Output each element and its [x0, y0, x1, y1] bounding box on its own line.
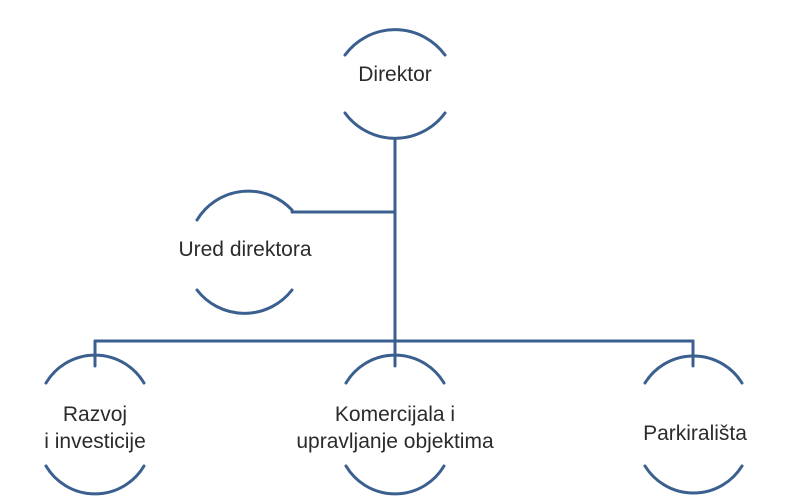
- department-node-parking: Parkirališta: [600, 420, 790, 447]
- director-node-top-arc: [343, 28, 447, 57]
- office-node-top-arc: [195, 189, 294, 222]
- director-node: Direktor: [300, 61, 490, 88]
- parking-node-top-arc: [643, 354, 744, 385]
- department-label-line1: Komercijala i: [334, 403, 456, 426]
- department-label-line2: i investicije: [44, 430, 146, 453]
- director-label: Direktor: [358, 63, 432, 86]
- department-node-komercijala: Komercijala i upravljanje objektima: [270, 401, 520, 455]
- department-label-line1: Razvoj: [62, 403, 128, 426]
- director-node-bottom-arc: [343, 111, 447, 140]
- office-label: Ured direktora: [178, 238, 312, 261]
- parking-node-bottom-arc: [643, 464, 744, 495]
- department-label-line1: Parkirališta: [643, 422, 747, 445]
- office-node: Ured direktora: [135, 236, 355, 263]
- razvoj-node-bottom-arc: [44, 464, 146, 496]
- razvoj-node-top-arc: [44, 353, 146, 385]
- komercijala-node-top-arc: [344, 353, 446, 385]
- office-node-bottom-arc: [195, 288, 294, 315]
- department-node-razvoj: Razvoj i investicije: [0, 401, 190, 455]
- department-label-line2: upravljanje objektima: [296, 430, 494, 453]
- komercijala-node-bottom-arc: [344, 464, 446, 496]
